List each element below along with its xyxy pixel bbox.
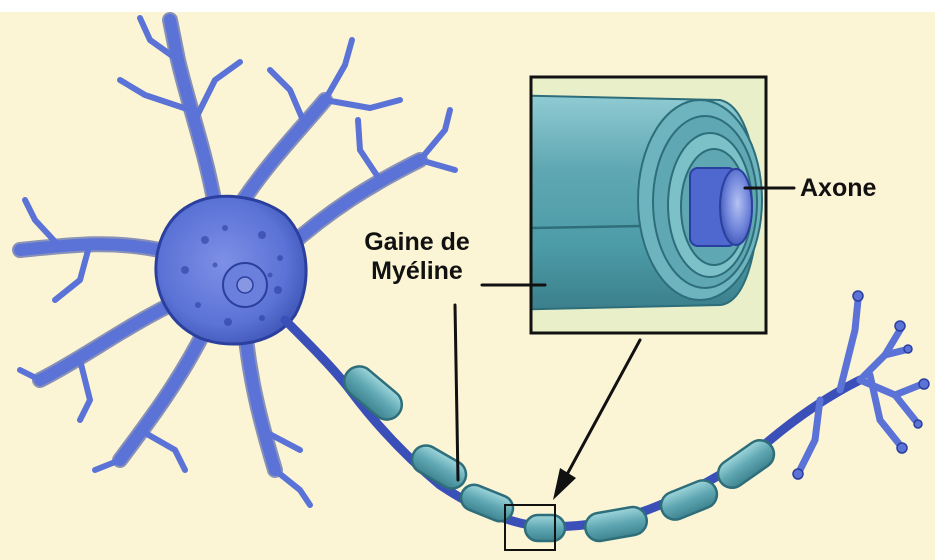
label-myelin-line1: Gaine de <box>348 228 486 257</box>
label-myelin-line2: Myéline <box>348 257 486 286</box>
label-axon: Axone <box>800 174 876 203</box>
top-border <box>0 0 935 12</box>
inset <box>500 77 766 333</box>
nucleolus <box>237 277 253 293</box>
label-myelin-sheath: Gaine de Myéline <box>348 228 486 286</box>
